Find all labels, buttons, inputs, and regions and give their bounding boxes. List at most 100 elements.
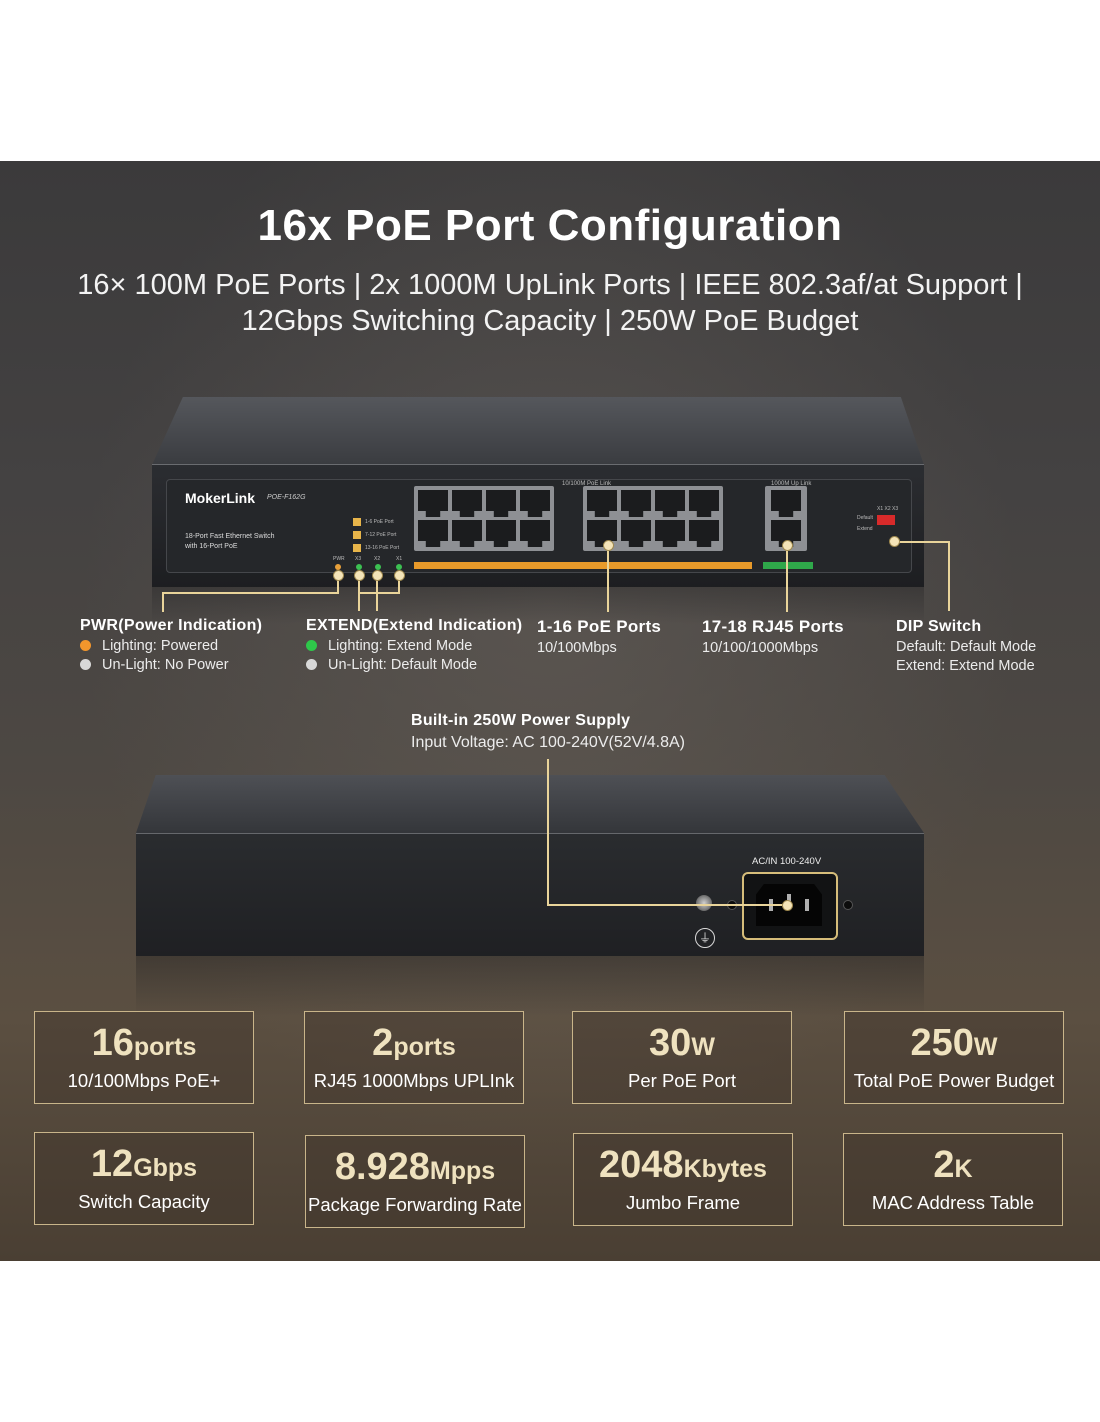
legend-text-2: 7-12 PoE Port [365,532,397,538]
led-label-pwr: PWR [333,556,345,562]
callout-line-dip-h [893,541,950,543]
power-supply-title: Built-in 250W Power Supply [411,712,631,729]
rj45-port [621,520,651,547]
legend-text-1: 1-6 PoE Port [365,519,394,525]
dip-switch-title: DIP Switch [896,618,982,635]
pwr-item-1-text: Lighting: Powered [102,638,219,654]
spec-value: 2 [372,1022,394,1064]
callout-marker-x3 [354,570,365,581]
extend-item-1-text: Lighting: Extend Mode [328,638,473,654]
spec-value: 8.928 [334,1146,430,1188]
switch-top-cover [152,397,924,465]
spec-unit: Gbps [133,1154,198,1182]
spec-label: Per PoE Port [628,1070,736,1091]
description-line-1: 18-Port Fast Ethernet Switch [185,533,275,540]
x2-led [375,564,381,570]
grey-dot-icon [306,659,317,670]
rj45-port [655,490,685,517]
uplink-number-strip [763,562,813,569]
extend-item-2-text: Un-Light: Default Mode [328,657,478,673]
rj45-port [520,490,550,517]
callout-line-pwr-drop [162,592,164,612]
dip-label-default: Default [857,515,873,521]
callout-line-x1 [398,575,400,593]
rj45-port [587,490,617,517]
description-line-2: with 16-Port PoE [185,543,238,550]
subtitle-line-1: 16× 100M PoE Ports | 2x 1000M UpLink Por… [77,269,1023,301]
spec-box-switch-capacity: 12Gbps Switch Capacity [34,1132,254,1225]
ground-screw-icon [696,895,712,911]
rj45-port [452,520,482,547]
port-bank-1-8 [414,486,554,551]
poe-link-label: 10/100M PoE Link [562,481,612,487]
dip-switch-line-2: Extend: Extend Mode [896,658,1035,674]
mount-hole-icon [843,900,853,910]
spec-label: 10/100Mbps PoE+ [67,1070,221,1091]
subtitle-line-2: 12Gbps Switching Capacity | 250W PoE Bud… [241,305,859,337]
spec-label: Package Forwarding Rate [308,1194,522,1215]
model-number: POE-F162G [267,494,306,501]
spec-box-poe-ports: 16ports 10/100Mbps PoE+ [34,1011,254,1104]
rj45-port [418,520,448,547]
spec-label: MAC Address Table [871,1192,1035,1213]
pwr-callout: PWR(Power Indication) Lighting: Powered … [80,617,262,673]
led-label-x1: X1 [396,556,403,562]
switch-faceplate: MokerLink POE-F162G 18-Port Fast Etherne… [166,479,912,573]
switch-back-reflection [136,956,924,1016]
poe-ports-detail: 10/100Mbps [537,640,617,656]
rj45-port [486,490,516,517]
callout-line-power-h [547,904,787,906]
spec-label: Jumbo Frame [625,1192,741,1213]
spec-unit: W [691,1033,715,1061]
grey-dot-icon [80,659,91,670]
spec-unit: K [954,1155,973,1183]
extend-callout: EXTEND(Extend Indication) Lighting: Exte… [306,617,522,673]
legend-square-2 [353,531,361,539]
spec-unit: ports [393,1033,456,1061]
extend-callout-title: EXTEND(Extend Indication) [306,617,523,634]
pwr-callout-title: PWR(Power Indication) [80,617,263,634]
pwr-callout-item-2: Un-Light: No Power [80,657,262,673]
led-label-x2: X2 [374,556,381,562]
dip-switch-block [877,515,895,525]
spec-value: 12 [90,1143,134,1185]
spec-unit: Kbytes [683,1155,767,1183]
switch-back-top-cover [136,775,924,833]
callout-line-extend-h [358,592,400,594]
spec-box-forwarding-rate: 8.928Mpps Package Forwarding Rate [305,1135,525,1228]
pwr-item-2-text: Un-Light: No Power [102,657,229,673]
spec-box-jumbo-frame: 2048Kbytes Jumbo Frame [573,1133,793,1226]
spec-value: 250 [910,1022,974,1064]
spec-box-uplink-ports: 2ports RJ45 1000Mbps UPLInk [304,1011,524,1104]
poe-port-number-strip [414,562,752,569]
spec-value: 2 [933,1144,955,1186]
page-title: 16x PoE Port Configuration [257,201,843,250]
dip-switch-line-1: Default: Default Mode [896,639,1037,655]
callout-marker-dip [889,536,900,547]
uplink-port-17 [771,490,801,517]
rj45-ports-detail: 10/100/1000Mbps [702,640,819,656]
poe-ports-callout: 1-16 PoE Ports 10/100Mbps [537,617,661,656]
ac-input-label: AC/IN 100-240V [752,856,822,867]
brand-logo: MokerLink [185,490,256,506]
callout-marker-poe [603,540,614,551]
extend-callout-item-2: Un-Light: Default Mode [306,657,522,673]
callout-line-dip-v [948,541,950,611]
spec-label: RJ45 1000Mbps UPLInk [313,1070,515,1091]
spec-value: 16 [91,1022,134,1064]
socket-pin [805,899,809,911]
ground-symbol-icon: ⏚ [695,928,715,948]
spec-box-total-power: 250W Total PoE Power Budget [844,1011,1064,1104]
legend-square-3 [353,544,361,552]
legend-square-1 [353,518,361,526]
rj45-port [655,520,685,547]
callout-marker-rj45 [782,540,793,551]
product-infographic-panel: 16x PoE Port Configuration 16× 100M PoE … [0,161,1100,1261]
switch-description: 18-Port Fast Ethernet Switch with 16-Por… [185,532,274,552]
rj45-ports-callout: 17-18 RJ45 Ports 10/100/1000Mbps [702,617,844,656]
rj45-port [689,520,719,547]
x1-led [396,564,402,570]
dip-label-extend: Extend [857,526,873,532]
power-supply-callout: Built-in 250W Power Supply Input Voltage… [411,712,685,752]
callout-marker-power [782,900,793,911]
